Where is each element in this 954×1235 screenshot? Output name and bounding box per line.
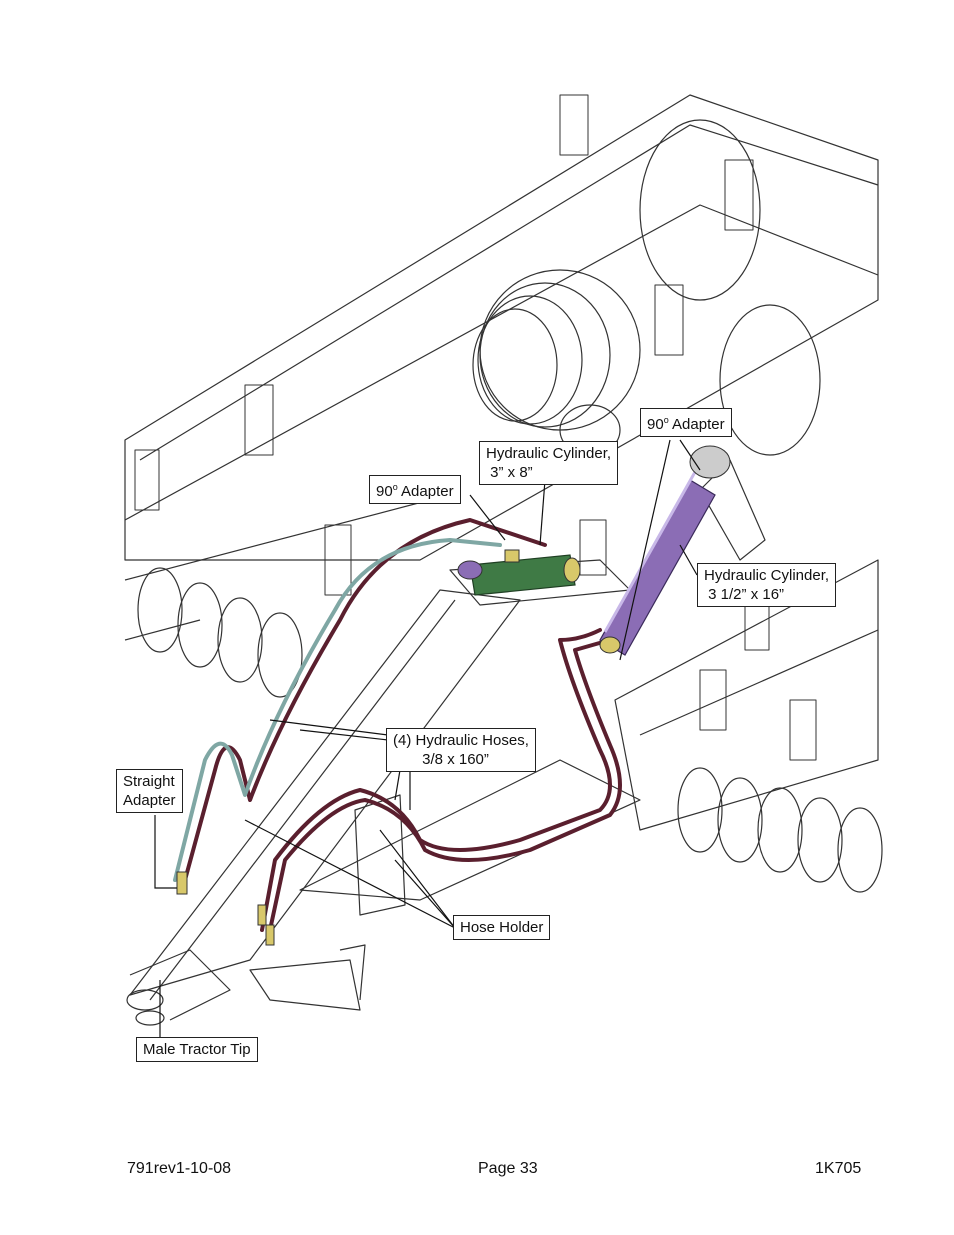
callout-hose-holder: Hose Holder xyxy=(453,915,551,940)
frame-rail-upper xyxy=(124,94,879,561)
frame-rail-lower xyxy=(124,499,431,581)
callout-text: 90 xyxy=(647,416,664,433)
disc-gang-left xyxy=(137,567,303,698)
callout-hydraulic-hoses: (4) Hydraulic Hoses, 3/8 x 160” xyxy=(386,728,536,772)
straight-adapter-fitting xyxy=(176,871,188,895)
disc-gang-right xyxy=(677,767,883,893)
frame-rail-top xyxy=(139,124,879,461)
hose-red-2 xyxy=(260,628,612,932)
leader-cyl-small xyxy=(539,479,546,546)
degree-sup: o xyxy=(392,482,398,492)
callout-90-adapter-left: 90o Adapter xyxy=(369,475,461,504)
callout-hydraulic-cylinder-3-5x16: Hydraulic Cylinder, 3 1/2” x 16” xyxy=(697,563,837,607)
callout-text: 90 xyxy=(376,483,393,500)
cylinder-3-5x16 xyxy=(599,445,731,656)
callout-text: Adapter xyxy=(668,416,725,433)
hose-red-1 xyxy=(183,518,547,882)
leader-adapter-right-2 xyxy=(679,439,701,471)
callout-text: Adapter xyxy=(397,483,454,500)
leader-adapter-left xyxy=(469,494,506,541)
jack-stand xyxy=(249,959,361,1011)
leader-holder-1 xyxy=(244,819,456,929)
leader-hoses-2 xyxy=(299,729,389,741)
footer-doc-revision: 791rev1-10-08 xyxy=(127,1160,232,1177)
leader-holder-2 xyxy=(379,829,456,929)
footer-part-number: 1K705 xyxy=(815,1160,862,1177)
hose-red-3 xyxy=(268,638,622,932)
footer-page-number: Page 33 xyxy=(478,1160,538,1177)
callout-straight-adapter: Straight Adapter xyxy=(116,769,183,813)
leader-holder-3 xyxy=(394,859,456,929)
callout-90-adapter-right: 90o Adapter xyxy=(640,408,732,437)
leader-hoses-3 xyxy=(394,769,401,801)
frame-cross-beam xyxy=(124,204,879,521)
hitch-clevis xyxy=(126,989,164,1011)
cylinder-3x8 xyxy=(457,549,581,596)
leader-cyl-large xyxy=(679,544,698,576)
leader-adapter-right xyxy=(619,439,671,661)
leader-hoses-1 xyxy=(269,719,389,736)
callout-hydraulic-cylinder-3x8: Hydraulic Cylinder, 3” x 8” xyxy=(479,441,619,485)
hitch-tongue xyxy=(129,589,521,996)
hose-teal xyxy=(173,538,502,882)
spring-shanks xyxy=(134,94,817,761)
leader-straight xyxy=(154,815,177,889)
degree-sup: o xyxy=(663,415,669,425)
transport-tire xyxy=(472,269,641,456)
callout-male-tractor-tip: Male Tractor Tip xyxy=(136,1037,258,1062)
